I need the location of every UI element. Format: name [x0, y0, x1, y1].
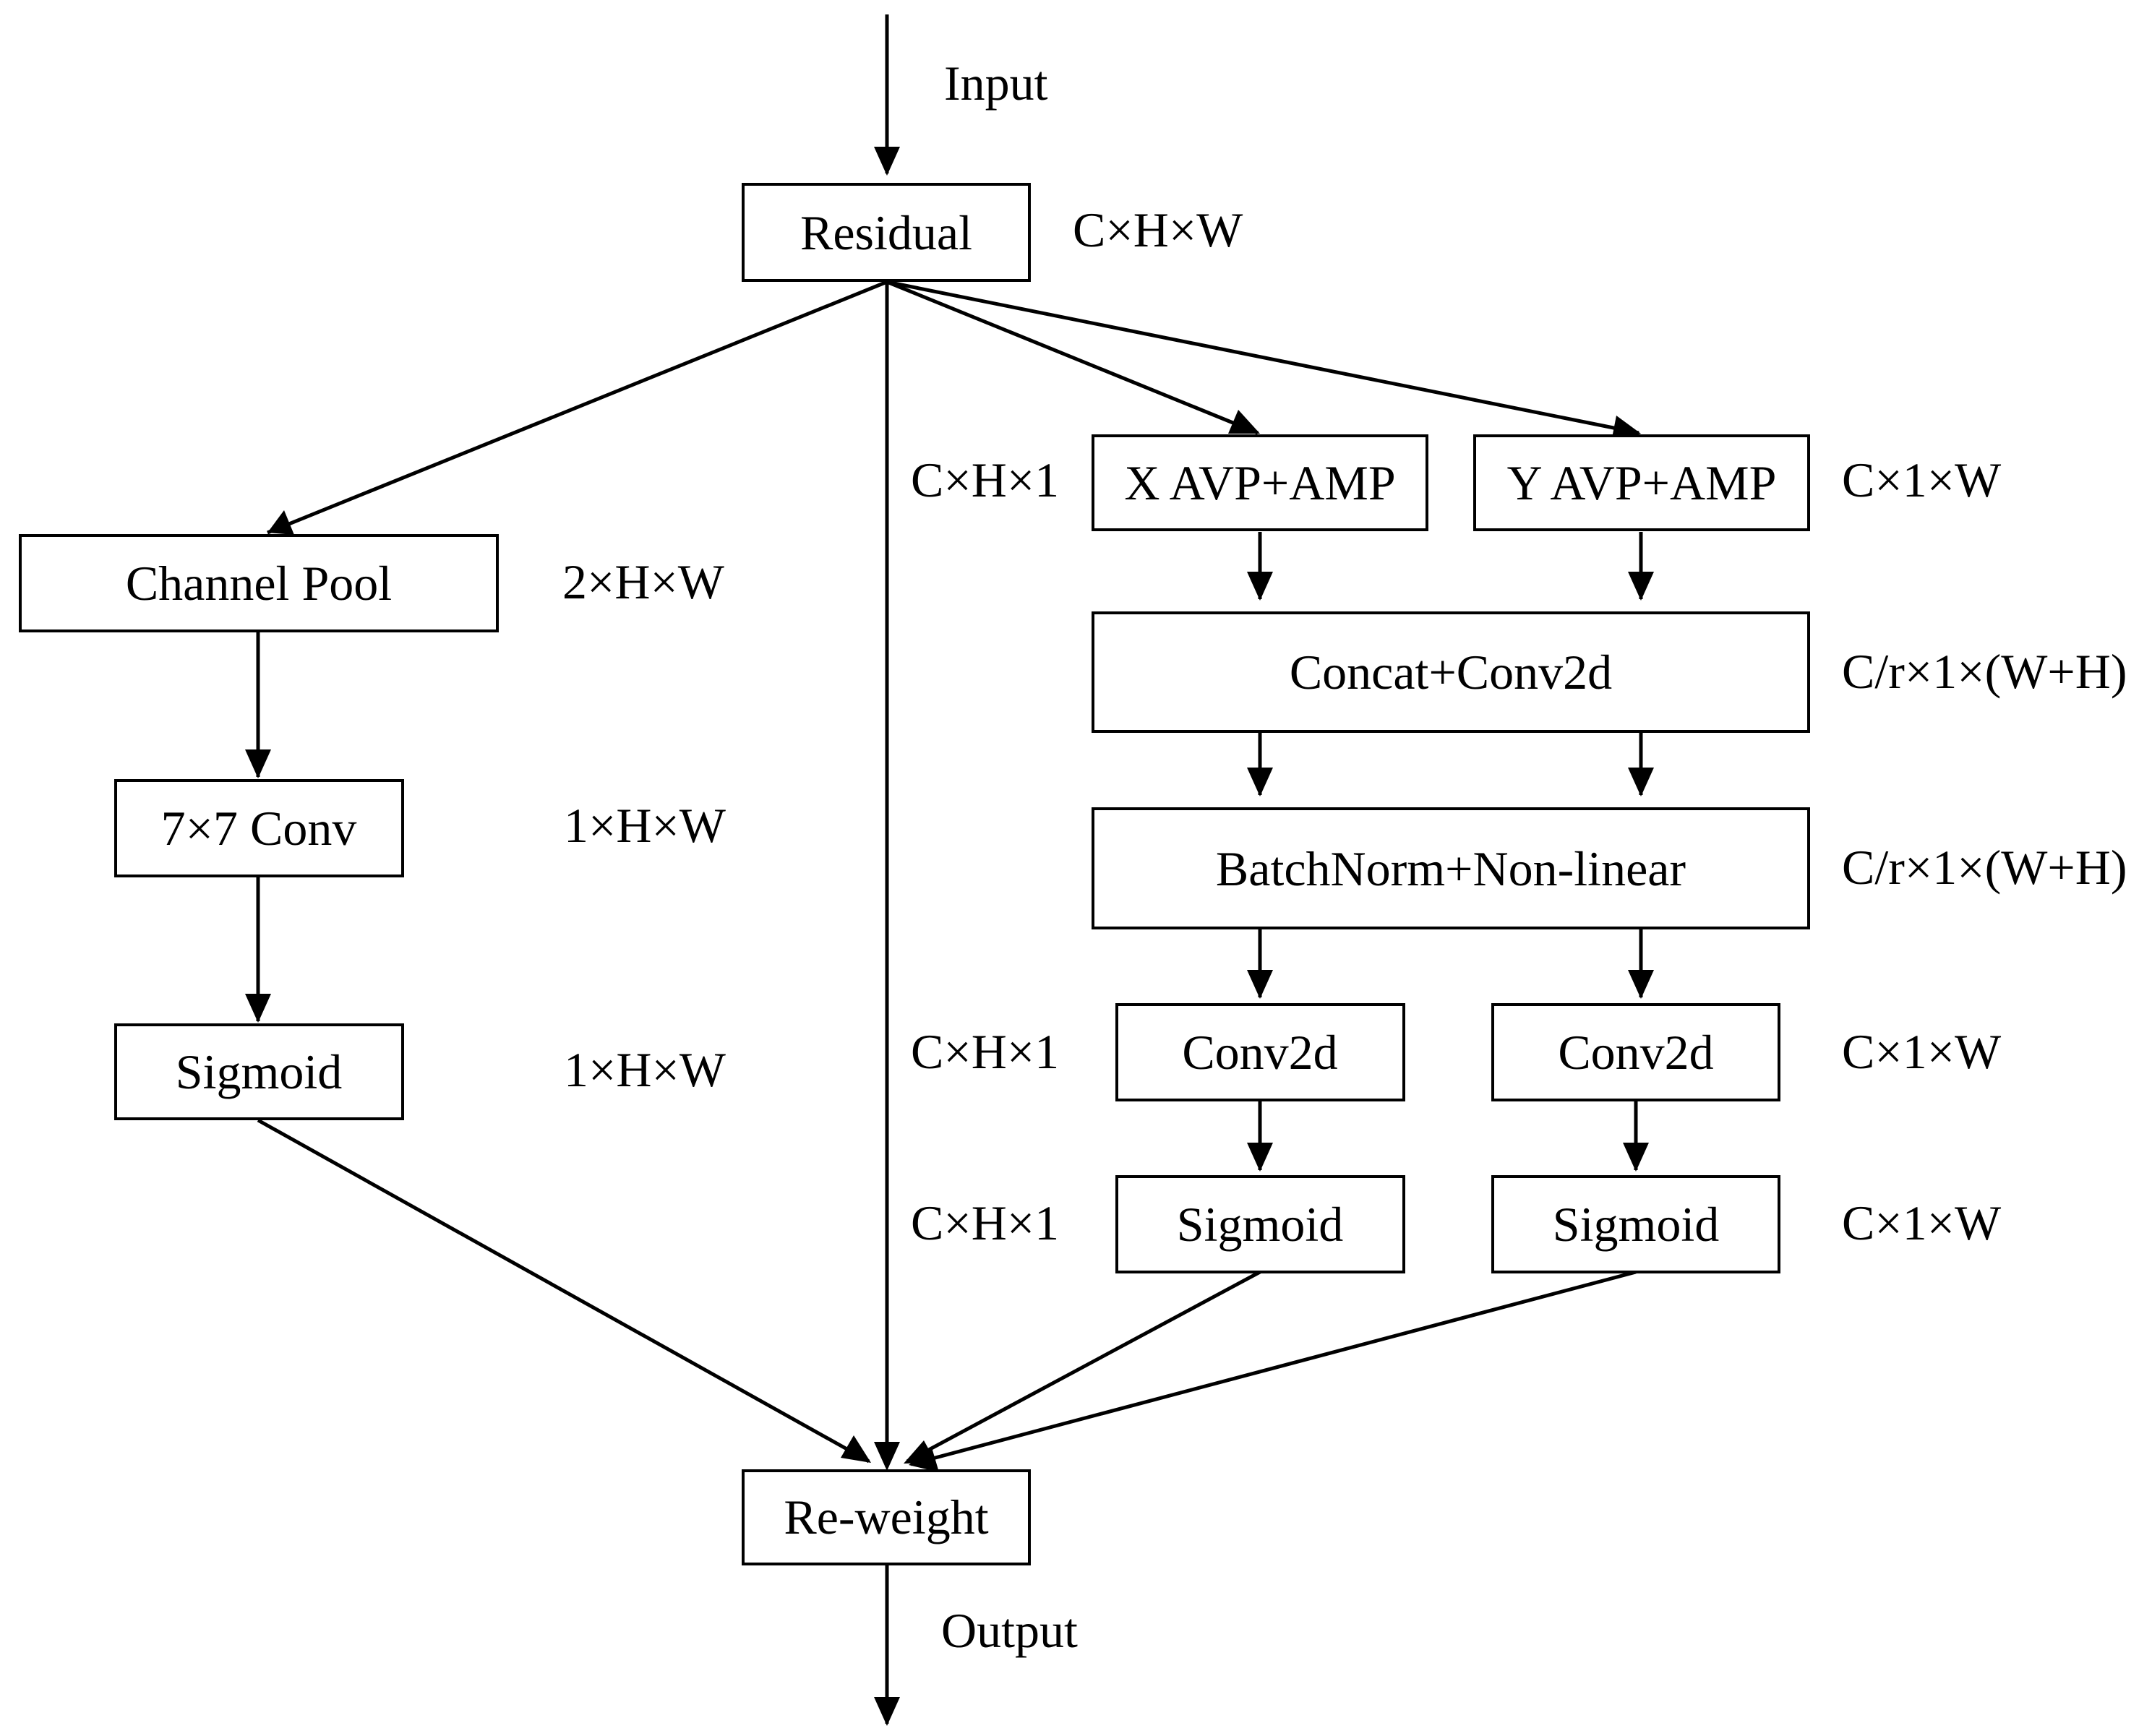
edge-residual-to-y-pool — [886, 280, 1639, 435]
node-batchnorm-label: BatchNorm+Non-linear — [1216, 841, 1686, 896]
node-conv2d-right-label: Conv2d — [1558, 1025, 1713, 1080]
edge-residual-to-channel-pool — [267, 280, 888, 535]
node-sigmoid-right: Sigmoid — [1491, 1175, 1780, 1273]
output-label: Output — [941, 1603, 1078, 1658]
edge-residual-to-x-pool — [886, 280, 1259, 435]
dim-sigmoid-mid: C×H×1 — [911, 1195, 1059, 1250]
node-channel-pool-label: Channel Pool — [126, 556, 392, 611]
node-conv7: 7×7 Conv — [114, 779, 404, 877]
node-sigmoid-left-label: Sigmoid — [176, 1044, 343, 1099]
node-residual: Residual — [742, 183, 1031, 282]
dimension-labels: C×H×W 2×H×W 1×H×W 1×H×W C×H×1 C×1×W C/r×… — [562, 202, 2127, 1250]
dim-sigmoid-left: 1×H×W — [564, 1042, 726, 1097]
arrowhead-channel-pool — [267, 510, 294, 535]
node-x-pool: X AVP+AMP — [1092, 434, 1428, 531]
node-x-pool-label: X AVP+AMP — [1124, 455, 1395, 510]
arrowhead-conv2d-left — [1247, 970, 1273, 999]
dim-batchnorm: C/r×1×(W+H) — [1842, 840, 2127, 895]
arrowhead-sigmoid-right — [1623, 1143, 1649, 1172]
dim-sigmoid-right: C×1×W — [1842, 1195, 2002, 1250]
node-reweight: Re-weight — [742, 1469, 1031, 1565]
node-sigmoid-right-label: Sigmoid — [1553, 1197, 1720, 1252]
node-y-pool-label: Y AVP+AMP — [1507, 455, 1777, 510]
boxes: Residual Channel Pool 7×7 Conv Sigmoid X… — [19, 183, 1810, 1565]
node-sigmoid-mid-label: Sigmoid — [1177, 1197, 1344, 1252]
node-sigmoid-left: Sigmoid — [114, 1023, 404, 1120]
dim-conv7: 1×H×W — [564, 798, 726, 853]
arrowhead-concat-left — [1247, 572, 1273, 601]
arrowhead-residual — [874, 147, 900, 176]
arrowhead-reweight-center — [874, 1442, 900, 1471]
arrowhead-conv7 — [245, 749, 271, 778]
dim-conv2d-left: C×H×1 — [911, 1024, 1059, 1079]
arrowhead-sigmoid-mid — [1247, 1143, 1273, 1172]
dim-residual: C×H×W — [1073, 202, 1243, 257]
node-reweight-label: Re-weight — [784, 1490, 988, 1544]
arrowhead-conv2d-right — [1628, 970, 1654, 999]
arrowhead-output — [874, 1697, 900, 1726]
dim-y-pool: C×1×W — [1842, 452, 2002, 507]
edge-sigmoid-left-to-reweight — [257, 1118, 870, 1464]
node-concat: Concat+Conv2d — [1092, 611, 1810, 733]
node-concat-label: Concat+Conv2d — [1290, 645, 1612, 700]
arrowhead-concat-right — [1628, 572, 1654, 601]
edge-sigmoid-mid-to-reweight — [906, 1270, 1261, 1464]
dim-x-pool: C×H×1 — [911, 452, 1059, 507]
node-y-pool: Y AVP+AMP — [1473, 434, 1810, 531]
node-batchnorm: BatchNorm+Non-linear — [1092, 807, 1810, 929]
node-channel-pool: Channel Pool — [19, 534, 499, 632]
edge-sigmoid-right-to-reweight — [910, 1270, 1637, 1466]
dim-concat: C/r×1×(W+H) — [1842, 644, 2127, 699]
dim-conv2d-right: C×1×W — [1842, 1024, 2002, 1079]
node-conv2d-left-label: Conv2d — [1182, 1025, 1337, 1080]
arrowhead-reweight-right — [909, 1448, 939, 1472]
flow-labels: Input Output — [941, 56, 1078, 1658]
arrowhead-reweight-left — [841, 1435, 871, 1463]
arrowhead-sigmoid-left — [245, 994, 271, 1023]
arrowhead-x-pool — [1228, 410, 1260, 434]
node-conv7-label: 7×7 Conv — [161, 801, 357, 856]
arrowhead-batchnorm-right — [1628, 768, 1654, 796]
node-sigmoid-mid: Sigmoid — [1115, 1175, 1405, 1273]
arrowhead-batchnorm-left — [1247, 768, 1273, 796]
node-conv2d-right: Conv2d — [1491, 1003, 1780, 1101]
input-label: Input — [944, 56, 1048, 111]
node-residual-label: Residual — [800, 205, 972, 260]
node-conv2d-left: Conv2d — [1115, 1003, 1405, 1101]
dim-channel-pool: 2×H×W — [562, 554, 725, 609]
